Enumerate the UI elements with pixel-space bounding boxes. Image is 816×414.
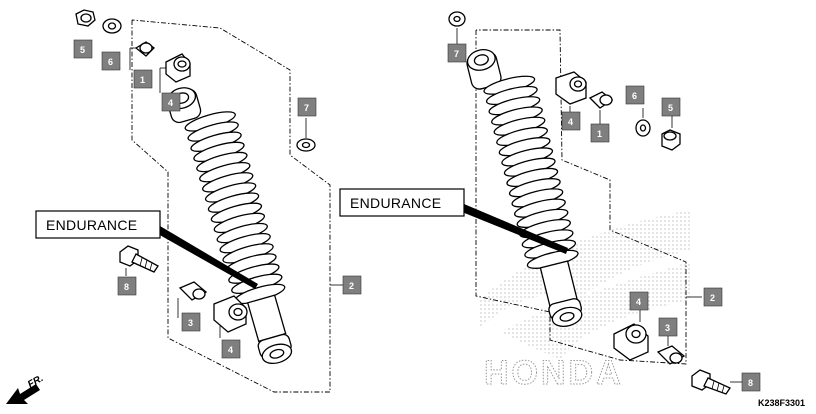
svg-text:5: 5 — [668, 103, 673, 113]
left-nut-5 — [75, 9, 96, 27]
svg-text:8: 8 — [748, 378, 753, 388]
right-bolt-8 — [691, 369, 731, 395]
right-callout-4b: 4 — [629, 291, 649, 311]
svg-text:1: 1 — [597, 129, 602, 139]
right-callout-5: 5 — [661, 97, 681, 117]
right-callout-4: 4 — [561, 111, 581, 131]
left-washer-6 — [102, 18, 122, 34]
left-collar-1 — [134, 41, 155, 57]
left-callout-8: 8 — [117, 276, 137, 296]
svg-text:7: 7 — [304, 103, 309, 113]
right-washer-7 — [448, 11, 466, 27]
diagram-code: K238F3301 — [758, 398, 805, 408]
svg-text:ENDURANCE: ENDURANCE — [46, 217, 137, 233]
left-callout-1: 1 — [133, 69, 153, 89]
svg-text:4: 4 — [228, 345, 233, 355]
left-callout-2: 2 — [342, 275, 362, 295]
right-callout-3: 3 — [658, 317, 678, 337]
left-washer-7 — [296, 138, 316, 152]
svg-text:HONDA: HONDA — [484, 354, 624, 392]
svg-text:FR.: FR. — [26, 373, 45, 391]
left-bushing-4-bottom — [213, 295, 248, 333]
svg-text:2: 2 — [349, 281, 354, 291]
left-bushing-4-top — [165, 53, 191, 83]
left-callout-5: 5 — [73, 39, 93, 59]
left-endurance-label: ENDURANCE — [35, 210, 161, 239]
right-washer-6 — [635, 119, 651, 137]
left-callout-6: 6 — [101, 51, 121, 71]
right-shock-absorber — [466, 49, 583, 327]
right-boundary — [475, 29, 687, 365]
right-collar-3 — [656, 345, 686, 365]
right-callout-7: 7 — [447, 43, 467, 63]
svg-text:4: 4 — [636, 297, 641, 307]
right-bushing-4-bottom — [613, 323, 649, 361]
right-callout-8: 8 — [741, 372, 761, 392]
left-endurance-pointer — [158, 226, 258, 289]
svg-text:5: 5 — [80, 45, 85, 55]
left-shock-absorber — [166, 87, 293, 365]
honda-watermark: HONDA — [478, 210, 690, 393]
left-callout-4: 4 — [161, 92, 181, 112]
left-collar-3 — [178, 281, 208, 301]
right-collar-1 — [588, 91, 614, 109]
left-leaders — [125, 47, 343, 338]
left-callout-7: 7 — [297, 97, 317, 117]
right-bushing-4-top — [555, 71, 587, 105]
svg-text:6: 6 — [108, 57, 113, 67]
svg-text:6: 6 — [632, 91, 637, 101]
right-callout-1: 1 — [590, 123, 610, 143]
left-callout-3: 3 — [181, 312, 201, 332]
svg-text:3: 3 — [665, 323, 670, 333]
right-nut-5 — [661, 129, 681, 151]
right-assembly: HONDA — [339, 11, 805, 408]
svg-text:7: 7 — [454, 49, 459, 59]
right-endurance-label: ENDURANCE — [339, 188, 465, 217]
svg-text:ENDURANCE: ENDURANCE — [350, 195, 441, 211]
left-callout-4b: 4 — [221, 339, 241, 359]
left-assembly: 5 6 1 4 7 8 2 3 4 ENDURANCE FR. — [6, 9, 362, 404]
right-callout-2: 2 — [703, 287, 723, 307]
svg-text:4: 4 — [168, 98, 173, 108]
svg-text:2: 2 — [710, 293, 715, 303]
svg-text:3: 3 — [188, 318, 193, 328]
right-callout-6: 6 — [625, 85, 645, 105]
left-boundary — [131, 19, 331, 393]
front-direction-arrow: FR. — [6, 373, 45, 404]
svg-text:4: 4 — [568, 117, 573, 127]
left-bolt-8 — [119, 245, 159, 273]
svg-text:8: 8 — [124, 282, 129, 292]
right-endurance-pointer — [462, 204, 568, 254]
svg-text:1: 1 — [140, 75, 145, 85]
